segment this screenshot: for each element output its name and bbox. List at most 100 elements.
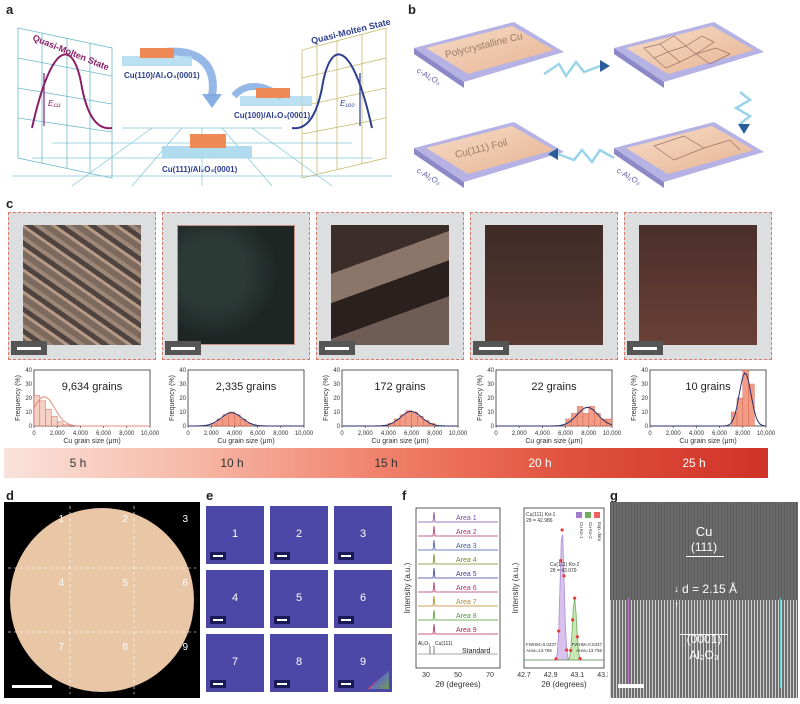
- xrd-left-xtick: 70: [486, 672, 494, 679]
- ebsd-map-label: 7: [231, 656, 239, 668]
- cu100-label: Cu(100)/Al₂O₃(0001): [234, 111, 311, 120]
- cu-region: [610, 502, 798, 600]
- y-tick-label: 0: [491, 424, 495, 430]
- legend-label: Cu Kα-2: [588, 522, 593, 539]
- y-tick-label: 30: [487, 382, 494, 388]
- exp-data-point: [569, 648, 573, 653]
- x-axis-label: Cu grain size (μm): [63, 438, 120, 445]
- legend-label: Cu Kα-1: [579, 522, 584, 539]
- xrd-right-xtick: 43.3: [597, 672, 608, 679]
- x-tick-label: 0: [340, 431, 344, 437]
- x-axis-label: Cu grain size (μm): [371, 438, 428, 445]
- y-tick-label: 0: [183, 424, 187, 430]
- x-tick-label: 8,000: [581, 431, 597, 437]
- wafer-area-label: 9: [182, 642, 188, 653]
- x-tick-label: 8,000: [273, 431, 289, 437]
- wafer-area-label: 4: [58, 578, 64, 589]
- sample-20h: [470, 212, 618, 360]
- y-tick-label: 40: [333, 368, 340, 374]
- y-axis-label: Frequency (%): [15, 375, 22, 421]
- x-tick-label: 0: [32, 431, 36, 437]
- scale-bar: [338, 680, 354, 688]
- y-tick-label: 40: [25, 368, 32, 374]
- histogram-bar: [51, 415, 58, 427]
- x-tick-label: 2,000: [50, 431, 66, 437]
- histogram-bar: [45, 408, 52, 427]
- y-tick-label: 20: [641, 396, 648, 402]
- left-marker: [628, 598, 629, 688]
- panel-label-f: f: [402, 488, 407, 503]
- legend-swatch: [576, 512, 582, 518]
- scale-bar: [165, 341, 201, 355]
- y-tick-label: 30: [333, 382, 340, 388]
- x-tick-label: 10,000: [141, 431, 160, 437]
- y-tick-label: 0: [645, 424, 649, 430]
- al2o3-label: Al₂O₃: [418, 641, 430, 647]
- xrd-right-frame: [523, 507, 605, 669]
- sample-5h: [8, 212, 156, 360]
- x-tick-label: 8,000: [119, 431, 135, 437]
- exp-data-point: [578, 656, 582, 661]
- x-tick-label: 6,000: [404, 431, 420, 437]
- wafer-area-label: 7: [58, 642, 64, 653]
- ka2-peak: [524, 598, 604, 661]
- x-tick-label: 0: [648, 431, 652, 437]
- right-marker: [780, 598, 781, 688]
- wafer-area-label: 2: [122, 514, 128, 525]
- ka1-label: Cu(111) Kα-1: [526, 512, 556, 518]
- y-tick-label: 10: [333, 410, 340, 416]
- x-tick-label: 2,000: [666, 431, 682, 437]
- exp-data-point: [557, 629, 561, 633]
- d-spacing-label: d = 2.15 Å: [682, 582, 738, 596]
- histogram-bar: [748, 383, 755, 427]
- scale-bar: [473, 341, 509, 355]
- histogram-bar: [62, 424, 70, 427]
- grain-count: 9,634 grains: [62, 381, 123, 393]
- cu-label: Cu: [695, 524, 713, 539]
- cu-foil-20h: [485, 225, 603, 345]
- grain-count: 10 grains: [685, 381, 731, 393]
- xrd-right-ylabel: Intensity (a.u.): [511, 562, 520, 613]
- y-tick-label: 20: [179, 396, 186, 402]
- fit-curve: [342, 410, 458, 427]
- cu-wafer: [10, 508, 194, 692]
- time-label-3: 15 h: [374, 456, 398, 470]
- schematic-poly: Polycrystalline Cu c-Al₂O₃: [414, 22, 564, 88]
- scale-bar: [274, 616, 290, 624]
- x-tick-label: 8,000: [427, 431, 443, 437]
- histogram-bar: [594, 413, 601, 427]
- wafer-area-label: 5: [122, 578, 128, 589]
- grain-count: 22 grains: [531, 381, 577, 393]
- legend-label: Exp. data: [597, 522, 602, 542]
- histogram-bar: [56, 421, 64, 427]
- exp-data-point: [559, 559, 563, 563]
- cu110-label: Cu(110)/Al₂O₃(0001): [124, 71, 200, 80]
- panel-a-energy-landscape: Quasi-Molten State Quasi-Molten State Cu…: [12, 17, 392, 187]
- xrd-left-xtick: 50: [454, 672, 462, 679]
- wafer-area-label: 6: [182, 578, 188, 589]
- scale-bar: [319, 341, 355, 355]
- y-tick-label: 20: [25, 396, 32, 402]
- fit-curve: [33, 396, 150, 427]
- grain-count: 2,335 grains: [216, 381, 277, 393]
- x-tick-label: 0: [186, 431, 190, 437]
- scale-bar: [618, 684, 644, 688]
- e111-label: E₁₁₁: [48, 99, 61, 108]
- histogram-bar: [39, 400, 46, 427]
- x-tick-label: 4,000: [689, 431, 705, 437]
- x-tick-label: 4,000: [535, 431, 551, 437]
- scale-bar: [210, 616, 226, 624]
- xrd-area-label: Area 4: [456, 557, 477, 564]
- legend-swatch: [585, 512, 591, 518]
- xrd-left-ylabel: Intensity (a.u.): [403, 562, 412, 613]
- xrd-left-xtick: 30: [422, 672, 430, 679]
- xrd-right-xtick: 43.1: [571, 672, 585, 679]
- ebsd-map-label: 4: [231, 592, 239, 604]
- histogram-bar: [228, 411, 235, 427]
- x-tick-label: 6,000: [712, 431, 728, 437]
